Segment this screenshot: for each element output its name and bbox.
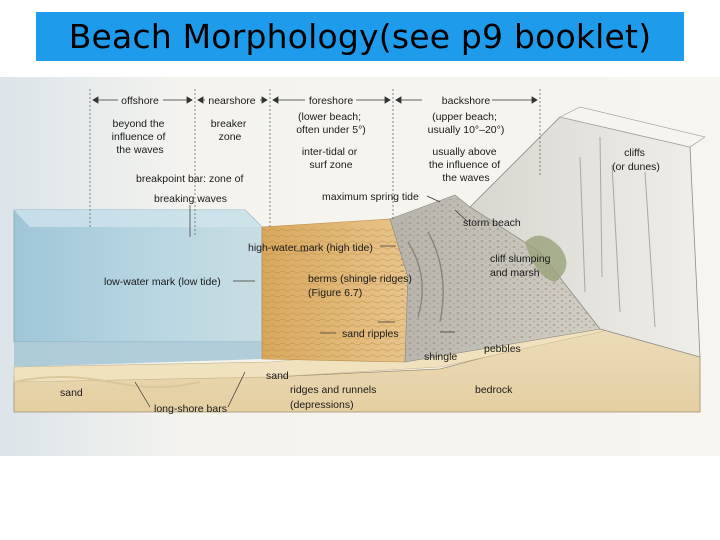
sand-ripples-label: sand ripples [342, 328, 399, 340]
pebble-texture [395, 197, 598, 357]
sand-left-label: sand [60, 387, 83, 399]
shingle-label: shingle [424, 351, 457, 363]
berm-ridge [427, 231, 444, 323]
long-shore-bar [13, 376, 201, 388]
cliff-top [559, 106, 706, 148]
max-spring-tide-label: maximum spring tide [322, 191, 419, 203]
cliff-slumping-label: cliff slumping and marsh [490, 253, 553, 279]
backshore-note-2: usually above the influence of the waves [429, 146, 503, 184]
low-water-mark-label: low-water mark (low tide) [104, 276, 221, 288]
foreshore-note-1: (lower beach; often under 5°) [296, 111, 366, 136]
berm-ridge [407, 241, 423, 318]
zone-backshore-label: backshore [442, 95, 491, 107]
slide-title-bar: Beach Morphology(see p9 booklet) [36, 12, 684, 61]
nearshore-note: breaker zone [211, 118, 250, 143]
foreshore-note-2: inter-tidal or surf zone [302, 146, 360, 171]
beach-morphology-diagram: offshore nearshore foreshore backshore b… [0, 77, 720, 456]
storm-beach-label: storm beach [463, 217, 521, 229]
cliffs-label: cliffs (or dunes) [612, 147, 660, 173]
slide-title: Beach Morphology(see p9 booklet) [68, 17, 652, 56]
water-surface [14, 210, 262, 227]
slumping-vegetation [525, 235, 567, 282]
sand-center-label: sand [266, 370, 289, 382]
zone-offshore-label: offshore [121, 95, 159, 107]
zone-foreshore-label: foreshore [309, 95, 354, 107]
zone-nearshore-label: nearshore [208, 95, 255, 107]
backshore-note-1: (upper beach; usually 10°–20°) [428, 111, 505, 136]
ridges-runnels-label: ridges and runnels (depressions) [290, 384, 379, 411]
offshore-note: beyond the influence of the waves [112, 118, 169, 156]
zone-dividers [89, 89, 541, 237]
leader-lines [134, 195, 469, 408]
high-water-mark-label: high-water mark (high tide) [248, 242, 373, 254]
zone-arrows [92, 96, 538, 104]
cliff-joints [579, 136, 656, 328]
berms-label: berms (shingle ridges) (Figure 6.7) [308, 273, 415, 299]
pebbles-label: pebbles [484, 343, 521, 355]
water-front [14, 342, 262, 367]
bedrock-label: bedrock [475, 384, 513, 396]
breakpoint-bar-label: breakpoint bar: zone of breaking waves [136, 173, 246, 205]
long-shore-bars-label: long-shore bars [154, 403, 227, 415]
sand-ripple-texture [262, 227, 405, 359]
